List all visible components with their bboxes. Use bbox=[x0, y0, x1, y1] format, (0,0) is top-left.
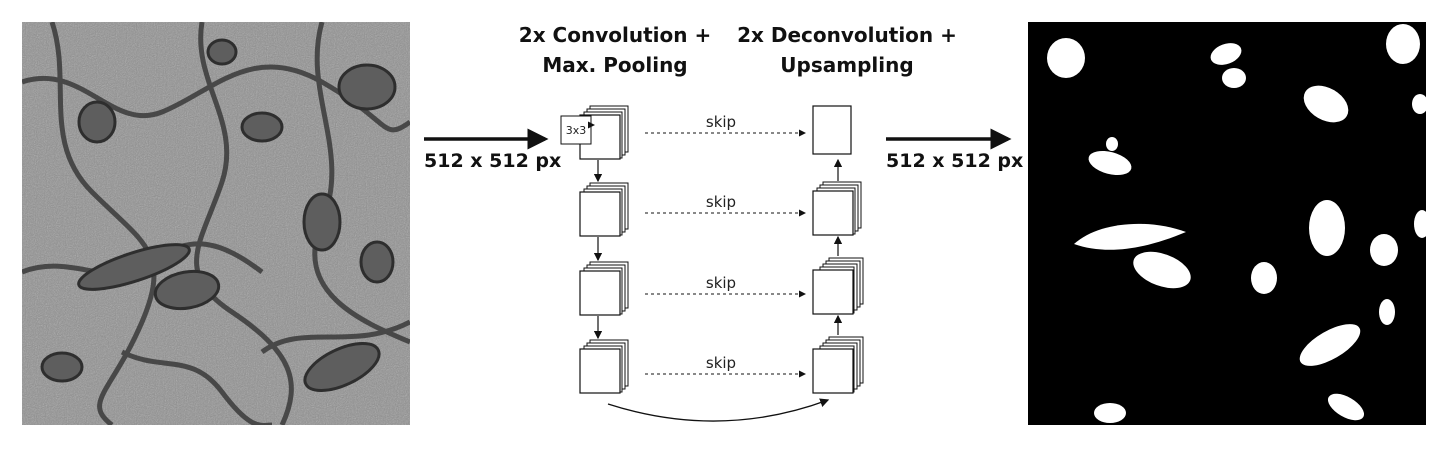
encoder-block-3 bbox=[579, 261, 629, 316]
skip-label-3: skip bbox=[706, 274, 736, 292]
decoder-block-4 bbox=[812, 336, 864, 394]
decoder-block-1 bbox=[812, 105, 852, 155]
decoder-block-2 bbox=[812, 181, 862, 236]
decoder-header-line1: 2x Deconvolution + bbox=[737, 23, 957, 47]
skip-label-2: skip bbox=[706, 193, 736, 211]
output-size-label: 512 x 512 px bbox=[886, 150, 1024, 172]
output-segmentation-mask bbox=[1028, 22, 1426, 425]
encoder-block-2 bbox=[579, 182, 629, 237]
encoder-header-line1: 2x Convolution + bbox=[518, 23, 712, 47]
kernel-label: 3x3 bbox=[566, 124, 587, 137]
input-microscopy-image bbox=[22, 22, 410, 425]
encoder-block-1 bbox=[579, 105, 629, 160]
bottleneck-arrow bbox=[607, 398, 830, 422]
encoder-header-line2: Max. Pooling bbox=[542, 53, 688, 77]
decoder-header: 2x Deconvolution + Upsampling bbox=[712, 20, 982, 80]
kernel-box: 3x3 bbox=[560, 115, 595, 145]
encoder-block-4 bbox=[579, 339, 629, 394]
skip-label-1: skip bbox=[706, 113, 736, 131]
skip-label-4: skip bbox=[706, 354, 736, 372]
input-size-label: 512 x 512 px bbox=[424, 150, 562, 172]
encoder-header: 2x Convolution + Max. Pooling bbox=[500, 20, 730, 80]
decoder-block-3 bbox=[812, 257, 864, 315]
decoder-header-line2: Upsampling bbox=[780, 53, 914, 77]
